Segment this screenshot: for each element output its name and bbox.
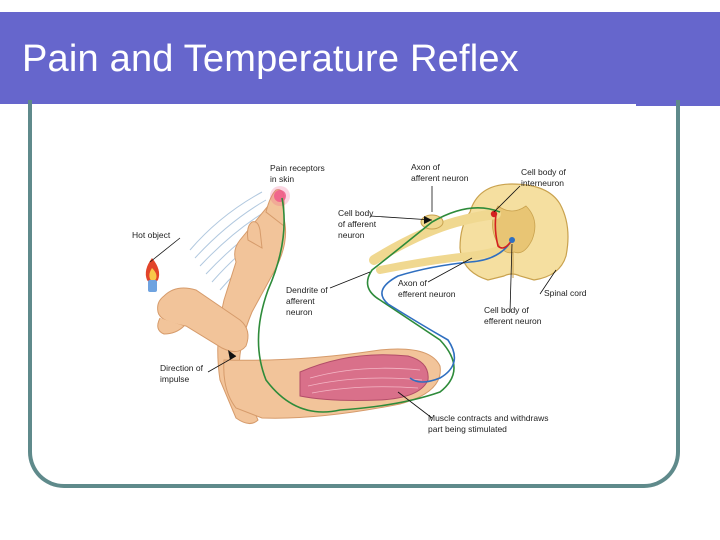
interneuron-path — [494, 213, 513, 249]
label-axon-efferent: Axon of efferent neuron — [398, 278, 456, 299]
interneuron-cell-body — [490, 210, 498, 218]
afferent-nerve-path — [257, 197, 501, 413]
pain-receptor-glow — [270, 186, 290, 206]
hot-object-flame — [145, 258, 160, 292]
impulse-arrow — [228, 350, 236, 360]
label-cell-body-interneuron: Cell body of interneuron — [521, 167, 568, 188]
label-spinal-cord: Spinal cord — [544, 288, 587, 298]
leader-lines — [149, 185, 557, 419]
afferent-root — [369, 209, 501, 265]
efferent-nerve-path — [381, 239, 513, 383]
label-direction-of-impulse: Direction of impulse — [160, 363, 205, 384]
spinal-cord — [459, 183, 569, 281]
content-frame — [28, 100, 680, 488]
label-cell-body-efferent: Cell body of efferent neuron — [484, 305, 542, 326]
efferent-cell-body — [509, 237, 515, 243]
slide-title: Pain and Temperature Reflex — [22, 38, 519, 80]
label-muscle-contracts: Muscle contracts and withdraws part bein… — [428, 413, 551, 434]
label-hot-object: Hot object — [132, 230, 171, 240]
label-dendrite-afferent: Dendrite of afferent neuron — [286, 285, 330, 317]
title-bar: Pain and Temperature Reflex — [0, 12, 720, 107]
efferent-root — [376, 246, 504, 274]
afferent-arrow — [424, 216, 432, 224]
label-pain-receptors: Pain receptors in skin — [270, 163, 327, 184]
label-axon-afferent: Axon of afferent neuron — [411, 162, 469, 183]
muscle — [299, 354, 429, 401]
label-cell-body-afferent: Cell body of afferent neuron — [338, 208, 379, 240]
title-underline — [0, 104, 636, 107]
pain-receptor-dot — [274, 190, 286, 202]
